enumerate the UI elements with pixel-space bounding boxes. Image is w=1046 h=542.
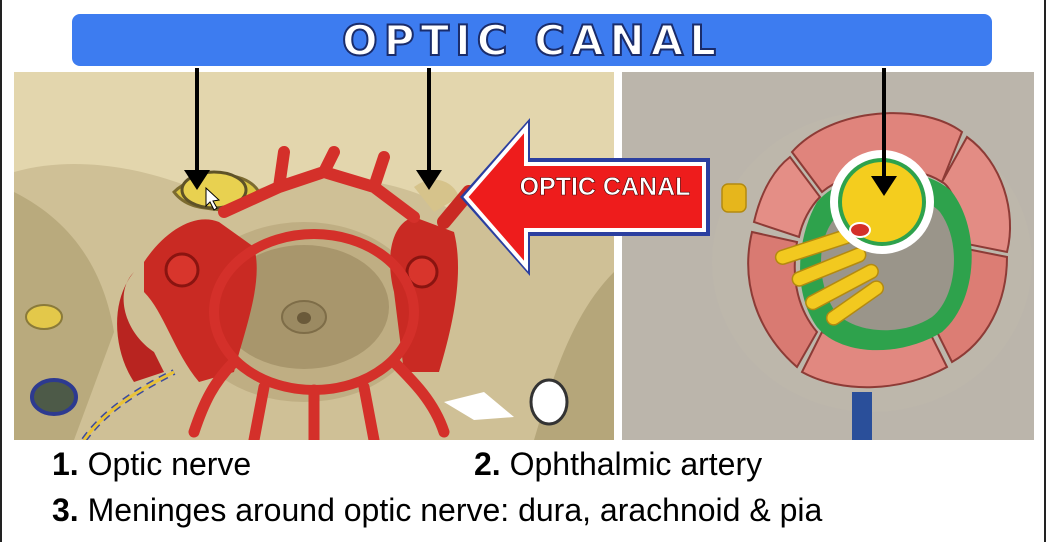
legend-number: 2. <box>474 446 501 482</box>
pointer-line-meninges <box>882 68 886 180</box>
legend-text: Optic nerve <box>88 446 252 482</box>
legend-item-1: 1. Optic nerve <box>52 446 251 483</box>
legend-text: Ophthalmic artery <box>510 446 763 482</box>
legend-item-3: 3. Meninges around optic nerve: dura, ar… <box>52 492 822 529</box>
pointer-line-optic-nerve <box>195 68 199 178</box>
pointer-line-ophthalmic-artery <box>427 68 431 178</box>
arrowhead-ophthalmic-artery <box>416 170 442 190</box>
arrowhead-optic-nerve <box>184 170 210 190</box>
legend-item-2: 2. Ophthalmic artery <box>474 446 762 483</box>
legend-number: 3. <box>52 492 79 528</box>
arrowhead-meninges <box>871 176 897 196</box>
arrow-label: OPTIC CANAL <box>500 173 710 202</box>
slide-title: OPTIC CANAL <box>342 16 722 65</box>
legend-text: Meninges around optic nerve: dura, arach… <box>88 492 823 528</box>
title-banner: OPTIC CANAL <box>72 14 992 66</box>
legend-number: 1. <box>52 446 79 482</box>
